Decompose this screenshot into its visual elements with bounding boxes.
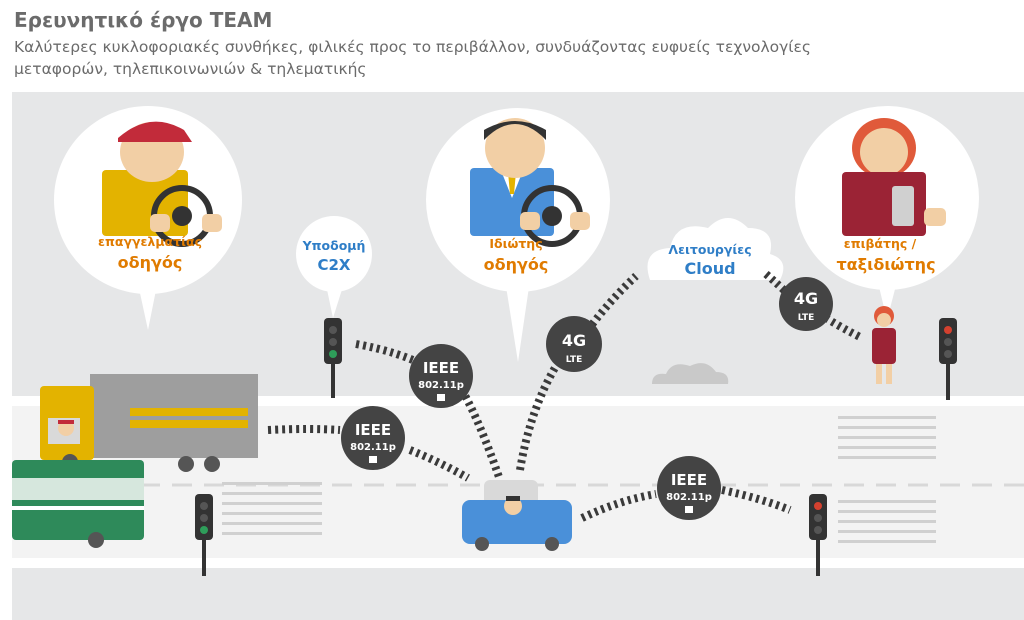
lock-icon [369, 456, 377, 463]
svg-text:802.11p: 802.11p [350, 442, 396, 453]
svg-text:802.11p: 802.11p [666, 492, 712, 503]
crosswalk-center [222, 482, 322, 535]
traffic-light-top-right [939, 318, 957, 400]
cloud-label-line-2: Cloud [684, 259, 735, 278]
professional-label-line-2: οδηγός [118, 253, 183, 272]
svg-text:802.11p: 802.11p [418, 380, 464, 391]
svg-text:IEEE: IEEE [355, 421, 391, 439]
lock-icon [685, 506, 693, 513]
svg-text:4G: 4G [794, 289, 818, 308]
car-icon [462, 480, 572, 551]
badge-4g-center: 4G LTE [546, 316, 602, 372]
passenger-icon [842, 118, 946, 236]
svg-text:LTE: LTE [798, 313, 815, 323]
private-label-line-2: οδηγός [484, 255, 549, 274]
page-subtitle: Καλύτερες κυκλοφοριακές συνθήκες, φιλικέ… [14, 36, 1014, 80]
badge-ieee-top: IEEE 802.11p [409, 344, 473, 408]
svg-text:LTE: LTE [566, 355, 583, 365]
passenger-label-line-1: επιβάτης / [844, 236, 917, 251]
truck-icon [40, 374, 258, 472]
svg-text:IEEE: IEEE [671, 471, 707, 489]
bubble-infra [296, 216, 372, 318]
cloud-label-line-1: Λειτουργίες [668, 242, 751, 257]
team-diagram: επαγγελματίας οδηγός Ιδιώτης οδηγός επιβ… [12, 92, 1024, 620]
professional-label-line-1: επαγγελματίας [98, 234, 202, 249]
header: Ερευνητικό έργο TEAM Καλύτερες κυκλοφορι… [14, 8, 1014, 80]
professional-driver-icon [102, 121, 222, 247]
svg-text:IEEE: IEEE [423, 359, 459, 377]
infra-label-line-1: Υποδομή [302, 238, 366, 253]
traffic-light-bottom-right [809, 494, 827, 576]
cloud-icon [647, 218, 784, 280]
private-label-line-1: Ιδιώτης [489, 236, 542, 251]
lock-icon [437, 394, 445, 401]
subtitle-line-2: μεταφορών, τηλεπικοινωνιών & τηλεματικής [14, 60, 367, 78]
pedestrian-icon [872, 306, 896, 384]
badge-ieee-left: IEEE 802.11p [341, 406, 405, 470]
bus-icon [12, 460, 144, 548]
badge-4g-right: 4G LTE [779, 277, 833, 331]
page-title: Ερευνητικό έργο TEAM [14, 8, 273, 32]
svg-text:4G: 4G [562, 331, 586, 350]
traffic-light-top-left [324, 318, 342, 398]
small-cloud-decoration [652, 363, 729, 384]
private-driver-icon [470, 118, 590, 247]
subtitle-line-1: Καλύτερες κυκλοφοριακές συνθήκες, φιλικέ… [14, 38, 812, 56]
badge-ieee-right: IEEE 802.11p [657, 456, 721, 520]
passenger-label-line-2: ταξιδιώτης [836, 255, 935, 274]
traffic-light-bottom-left [195, 494, 213, 576]
crosswalk-right [838, 416, 936, 543]
infra-label-line-2: C2X [317, 256, 350, 274]
